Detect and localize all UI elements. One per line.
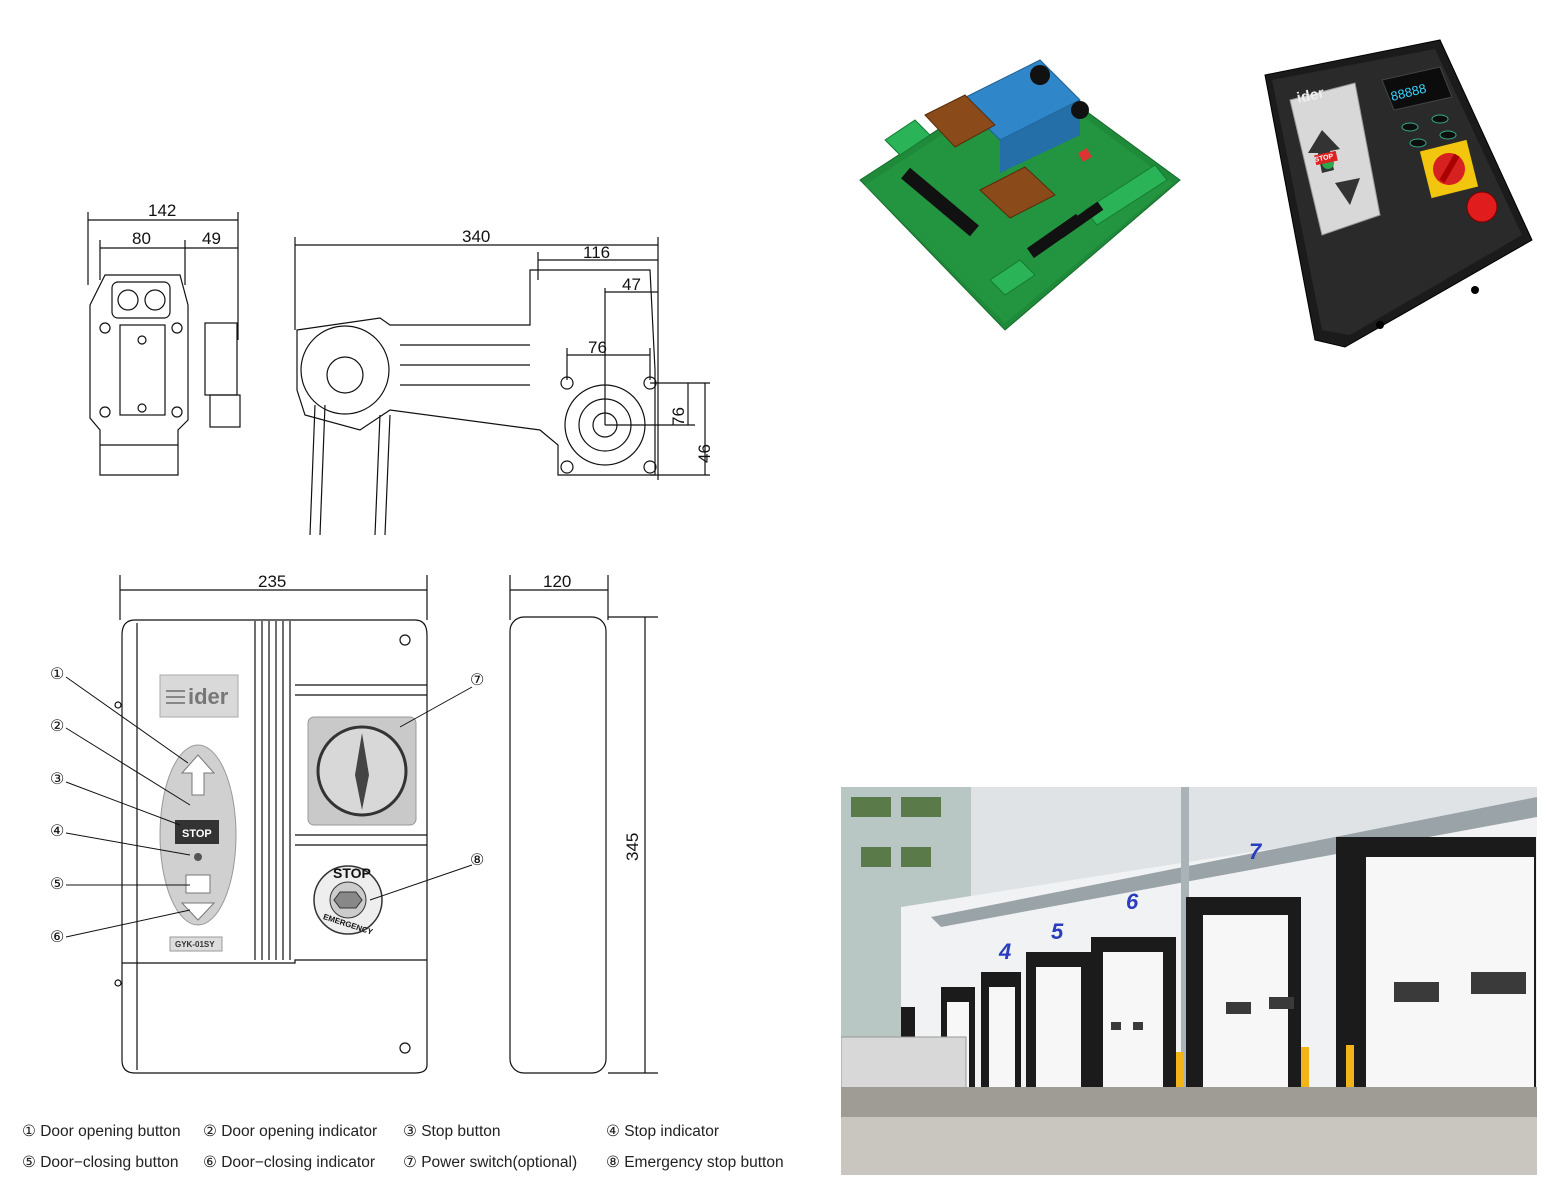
legend-power-switch: ⑦ Power switch(optional) bbox=[403, 1154, 578, 1171]
callout-1: ① bbox=[50, 666, 64, 683]
photo-stop-label: STOP bbox=[1314, 153, 1334, 164]
photo-brand-text: ider bbox=[1295, 85, 1326, 107]
dim-49: 49 bbox=[202, 229, 221, 248]
dock-number-6: 6 bbox=[1126, 889, 1139, 914]
callout-5: ⑤ bbox=[50, 876, 64, 893]
callout-7: ⑦ bbox=[470, 672, 484, 689]
drawing-brand-text: ider bbox=[188, 684, 229, 709]
legend-door-opening-button: ① Door opening button bbox=[22, 1123, 181, 1140]
dim-235: 235 bbox=[258, 572, 286, 591]
drawing-stop-label: STOP bbox=[182, 828, 212, 840]
callout-8: ⑧ bbox=[470, 852, 484, 869]
legend-door-closing-indicator: ⑥ Door−closing indicator bbox=[203, 1154, 375, 1171]
dim-76-vertical: 76 bbox=[669, 407, 688, 426]
dock-number-5: 5 bbox=[1051, 919, 1064, 944]
callout-4: ④ bbox=[50, 823, 64, 840]
dock-number-7: 7 bbox=[1249, 839, 1263, 864]
dock-number-4: 4 bbox=[998, 939, 1011, 964]
dim-47: 47 bbox=[622, 275, 641, 294]
dim-345: 345 bbox=[623, 833, 642, 861]
callout-2: ② bbox=[50, 718, 64, 735]
legend-door-opening-indicator: ② Door opening indicator bbox=[203, 1123, 378, 1140]
dim-142: 142 bbox=[148, 201, 176, 220]
dim-46-vertical: 46 bbox=[695, 444, 714, 463]
dim-116: 116 bbox=[583, 243, 610, 262]
pcb-board-photo bbox=[859, 59, 1181, 331]
callout-6: ⑥ bbox=[50, 929, 64, 946]
legend-emergency-stop-button: ⑧ Emergency stop button bbox=[606, 1154, 784, 1171]
loading-dock-photo: 4 5 6 7 bbox=[841, 787, 1537, 1175]
dim-340: 340 bbox=[462, 227, 490, 246]
dim-120: 120 bbox=[543, 572, 571, 591]
dim-76-horizontal: 76 bbox=[588, 338, 607, 357]
motor-drawing: 142 80 49 340 116 47 76 76 46 bbox=[87, 201, 714, 536]
callout-3: ③ bbox=[50, 771, 64, 788]
legend-door-closing-button: ⑤ Door−closing button bbox=[22, 1154, 179, 1171]
legend-stop-button: ③ Stop button bbox=[403, 1123, 501, 1140]
control-box-drawing: ider STOP GYK-01SY STOP EMERGENCY 235 12… bbox=[50, 572, 658, 1074]
control-box-photo: ider STOP 88888 bbox=[1264, 39, 1533, 348]
legend-row-1: ① Door opening button ② Door opening ind… bbox=[22, 1122, 822, 1142]
dim-80: 80 bbox=[132, 229, 151, 248]
drawing-model-label: GYK-01SY bbox=[175, 940, 215, 949]
drawing-emergency-top: STOP bbox=[333, 865, 371, 881]
legend-row-2: ⑤ Door−closing button ⑥ Door−closing ind… bbox=[22, 1153, 822, 1173]
legend-stop-indicator: ④ Stop indicator bbox=[606, 1123, 719, 1140]
